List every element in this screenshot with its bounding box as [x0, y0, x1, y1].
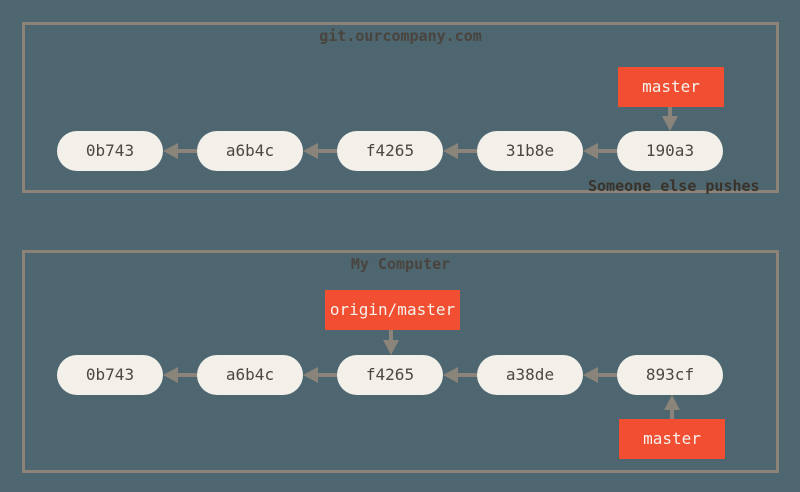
- arrow-head: [303, 367, 318, 383]
- arrow-head: [163, 143, 178, 159]
- panel-my-computer: My Computer: [22, 250, 779, 473]
- commit-node: 893cf: [617, 355, 723, 395]
- arrow-head: [583, 143, 598, 159]
- arrow-head: [583, 367, 598, 383]
- panel-remote-server: git.ourcompany.com: [22, 22, 779, 193]
- arrow-head: [163, 367, 178, 383]
- commit-node: a6b4c: [197, 355, 303, 395]
- commit-node: 190a3: [617, 131, 723, 171]
- branch-label: master: [619, 419, 725, 459]
- arrow-head: [303, 143, 318, 159]
- branch-label: master: [618, 67, 724, 107]
- commit-node: a6b4c: [197, 131, 303, 171]
- arrow-head: [383, 340, 399, 355]
- commit-node: f4265: [337, 355, 443, 395]
- commit-node: a38de: [477, 355, 583, 395]
- commit-node: 0b743: [57, 131, 163, 171]
- commit-node: 31b8e: [477, 131, 583, 171]
- commit-node: f4265: [337, 131, 443, 171]
- arrow-head: [662, 116, 678, 131]
- arrow-head: [443, 367, 458, 383]
- commit-node: 0b743: [57, 355, 163, 395]
- branch-label: origin/master: [325, 290, 460, 330]
- panel-title-my-computer: My Computer: [350, 255, 451, 273]
- arrow-head: [443, 143, 458, 159]
- arrow-head: [664, 395, 680, 410]
- panel-title-remote-server: git.ourcompany.com: [319, 27, 482, 45]
- annotation-text: Someone else pushes: [588, 177, 760, 195]
